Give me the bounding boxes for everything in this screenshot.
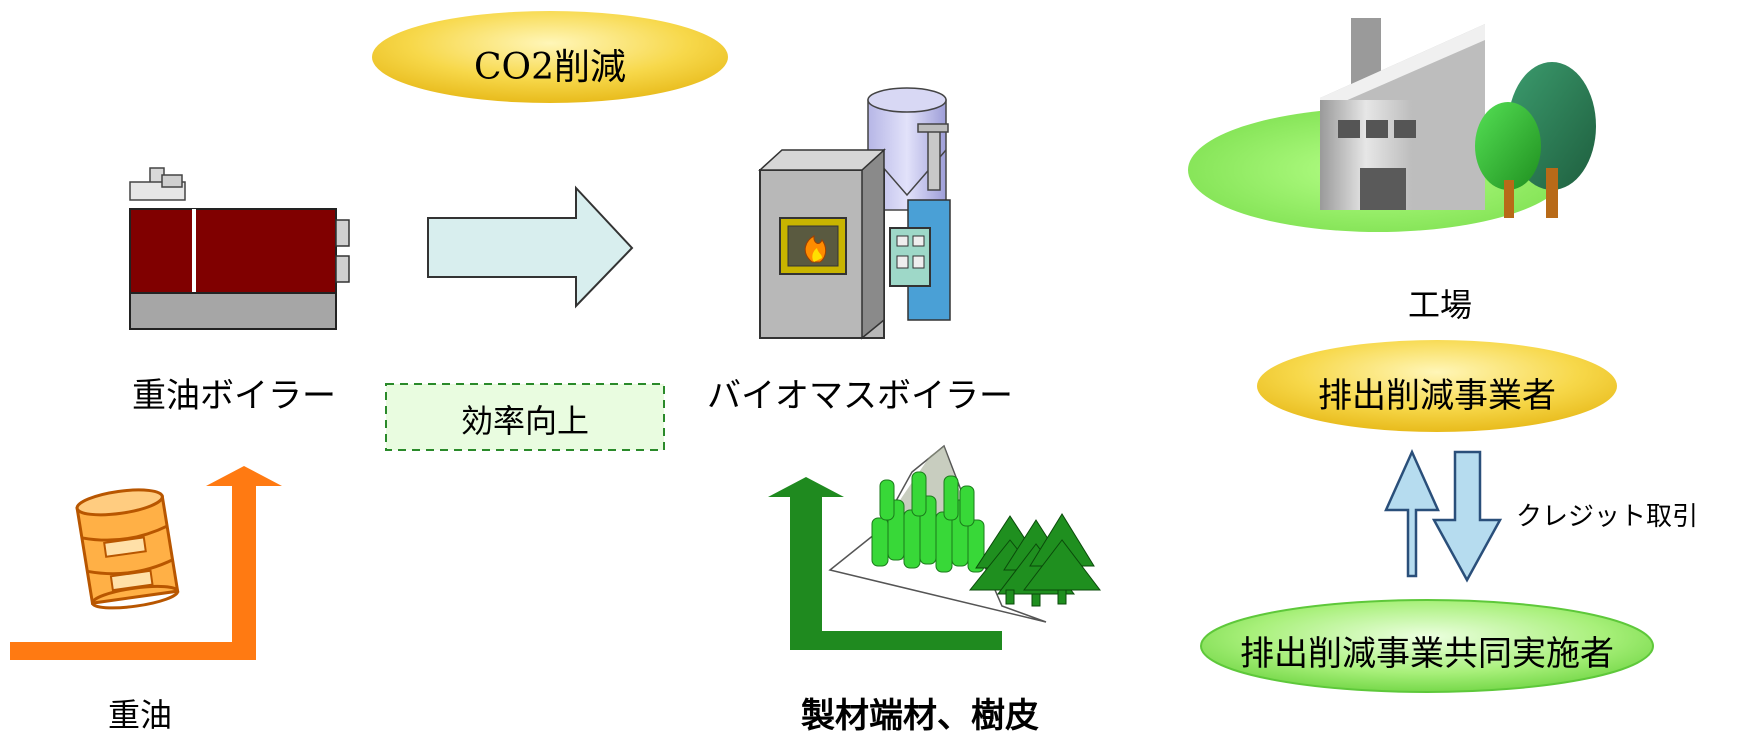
wood-supply-arrow <box>768 477 1002 650</box>
joint-implementer-label: 排出削減事業共同実施者 <box>1240 634 1614 674</box>
heavy-oil-label: 重油 <box>107 696 172 734</box>
biomass-boiler-icon <box>758 87 951 340</box>
efficiency-box <box>385 383 665 451</box>
biomass-boiler-label: バイオマスボイラー <box>707 376 1013 416</box>
heavy-oil-boiler-label: 重油ボイラー <box>132 376 336 416</box>
efficiency-improvement-label: 効率向上 <box>460 402 589 440</box>
factory-label: 工場 <box>1407 286 1472 324</box>
credit-trading-label: クレジット取引 <box>1516 502 1699 532</box>
co2-reduction-label: CO2削減 <box>474 47 626 88</box>
credit-down-arrow <box>1431 450 1503 583</box>
heavy-oil-arrow <box>10 466 282 660</box>
co2-reduction-ellipse <box>372 11 728 103</box>
emission-reducer-label: 排出削減事業者 <box>1318 376 1556 416</box>
emission-reducer-ellipse <box>1257 340 1617 432</box>
factory-icon <box>1188 18 1596 232</box>
lumber-scraps-bark-label: 製材端材、樹皮 <box>801 696 1039 736</box>
oil-drum-icon <box>75 488 180 610</box>
joint-implementer-ellipse <box>1200 599 1654 693</box>
improvement-arrow <box>427 185 634 309</box>
credit-up-arrow <box>1384 448 1440 578</box>
forest-icon <box>828 444 1102 623</box>
heavy-oil-boiler-icon <box>129 167 350 330</box>
